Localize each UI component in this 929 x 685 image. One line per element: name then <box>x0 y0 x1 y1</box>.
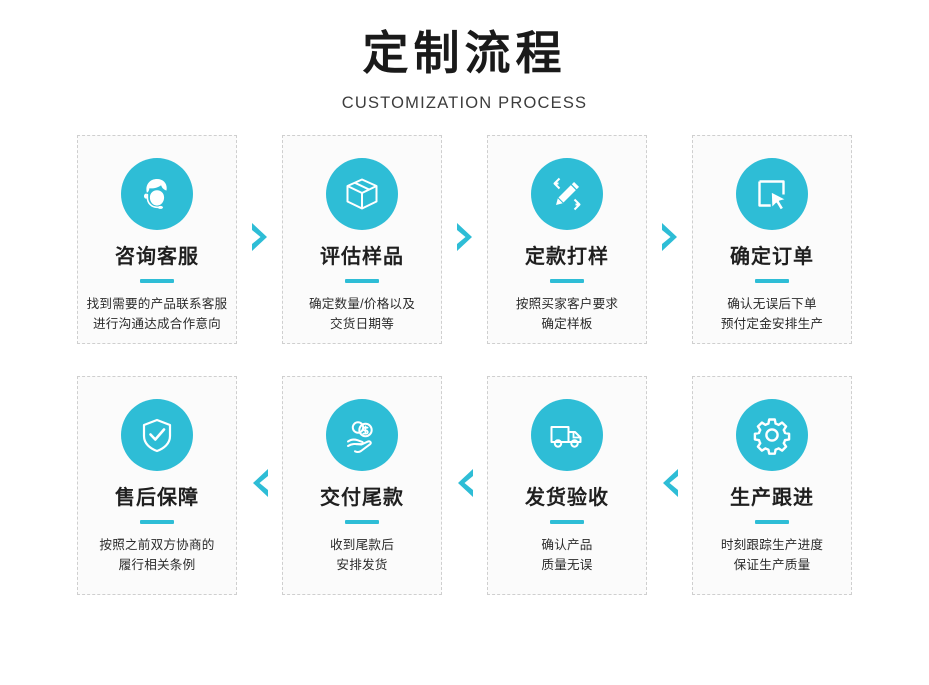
hand-coins-icon <box>341 414 383 456</box>
step-description-line-1: 按照之前双方协商的 <box>99 537 215 552</box>
step-title: 售后保障 <box>115 486 199 509</box>
icon-circle <box>121 157 193 230</box>
step-title: 评估样品 <box>320 245 404 268</box>
step-description-line-2: 确定样板 <box>541 316 593 331</box>
step-title: 交付尾款 <box>320 486 404 509</box>
step-arrow-3 <box>647 135 692 344</box>
step-description-line-1: 收到尾款后 <box>330 537 394 552</box>
step-description-line-2: 质量无误 <box>541 557 593 572</box>
step-description-line-2: 预付定金安排生产 <box>720 316 824 331</box>
title-divider <box>140 519 174 524</box>
gear-icon <box>751 414 793 456</box>
process-row-bottom: 售后保障 按照之前双方协商的 履行相关条例 <box>0 375 929 595</box>
step-card-confirm-order[interactable]: 确定订单 确认无误后下单 预付定金安排生产 <box>692 134 852 344</box>
step-arrow-6 <box>442 376 487 595</box>
step-description-line-2: 进行沟通达成合作意向 <box>93 316 221 331</box>
step-description-line-2: 履行相关条例 <box>118 557 196 572</box>
title-divider <box>755 519 789 524</box>
step-title: 生产跟进 <box>730 486 814 509</box>
page-subtitle: CUSTOMIZATION PROCESS <box>341 93 588 112</box>
icon-circle <box>531 157 603 230</box>
step-description: 按照之前双方协商的 履行相关条例 <box>99 536 214 576</box>
title-divider <box>140 278 174 283</box>
step-description: 找到需要的产品联系客服 进行沟通达成合作意向 <box>87 295 228 335</box>
step-description-line-1: 确认无误后下单 <box>727 296 817 311</box>
page-title: 定制流程 <box>362 27 567 79</box>
icon-circle <box>326 157 398 230</box>
chevron-left-icon <box>249 468 271 503</box>
step-card-shipment-acceptance[interactable]: 发货验收 确认产品 质量无误 <box>487 375 647 595</box>
pencil-design-icon <box>546 173 588 215</box>
cursor-select-icon <box>751 173 793 215</box>
step-description-line-1: 确认产品 <box>541 537 593 552</box>
icon-circle <box>326 398 398 471</box>
package-box-icon <box>341 173 383 215</box>
step-description-line-1: 时刻跟踪生产进度 <box>720 537 824 552</box>
step-description-line-2: 安排发货 <box>336 557 388 572</box>
process-row-top: 咨询客服 找到需要的产品联系客服 进行沟通达成合作意向 <box>0 134 929 344</box>
customer-service-headset-icon <box>135 172 179 216</box>
process-steps-grid: 咨询客服 找到需要的产品联系客服 进行沟通达成合作意向 <box>0 134 929 595</box>
step-card-final-payment[interactable]: 交付尾款 收到尾款后 安排发货 <box>282 375 442 595</box>
step-arrow-7 <box>237 376 282 595</box>
step-description-line-1: 确定数量/价格以及 <box>308 296 416 311</box>
step-description: 收到尾款后 安排发货 <box>330 536 394 576</box>
chevron-right-icon <box>659 222 681 257</box>
title-divider <box>755 278 789 283</box>
step-description: 确定数量/价格以及 交货日期等 <box>309 295 415 335</box>
icon-circle <box>121 398 193 471</box>
step-card-after-sales[interactable]: 售后保障 按照之前双方协商的 履行相关条例 <box>77 375 237 595</box>
step-description-line-1: 找到需要的产品联系客服 <box>86 296 228 311</box>
step-description-line-2: 交货日期等 <box>330 316 394 331</box>
step-description: 确认产品 质量无误 <box>541 536 592 576</box>
chevron-right-icon <box>249 222 271 257</box>
chevron-left-icon <box>659 468 681 503</box>
step-title: 确定订单 <box>730 245 814 268</box>
step-title: 咨询客服 <box>115 245 199 268</box>
step-arrow-1 <box>237 135 282 344</box>
step-description-line-2: 保证生产质量 <box>733 557 811 572</box>
step-card-design-proofing[interactable]: 定款打样 按照买家客户要求 确定样板 <box>487 134 647 344</box>
title-divider <box>550 278 584 283</box>
step-title: 定款打样 <box>525 245 609 268</box>
icon-circle <box>736 398 808 471</box>
title-divider <box>345 278 379 283</box>
step-description: 确认无误后下单 预付定金安排生产 <box>721 295 823 335</box>
step-card-evaluate-sample[interactable]: 评估样品 确定数量/价格以及 交货日期等 <box>282 134 442 344</box>
step-description: 按照买家客户要求 确定样板 <box>516 295 618 335</box>
step-card-consult-service[interactable]: 咨询客服 找到需要的产品联系客服 进行沟通达成合作意向 <box>77 134 237 344</box>
page-header: 定制流程 CUSTOMIZATION PROCESS <box>0 0 929 113</box>
title-divider <box>345 519 379 524</box>
step-title: 发货验收 <box>525 486 609 509</box>
icon-circle <box>736 157 808 230</box>
chevron-left-icon <box>454 468 476 503</box>
shield-check-icon <box>136 414 178 456</box>
delivery-truck-icon <box>546 414 588 456</box>
step-arrow-5 <box>647 376 692 595</box>
step-arrow-2 <box>442 135 487 344</box>
step-description: 时刻跟踪生产进度 保证生产质量 <box>721 536 823 576</box>
title-divider <box>550 519 584 524</box>
chevron-right-icon <box>454 222 476 257</box>
step-description-line-1: 按照买家客户要求 <box>515 296 619 311</box>
icon-circle <box>531 398 603 471</box>
step-card-production-followup[interactable]: 生产跟进 时刻跟踪生产进度 保证生产质量 <box>692 375 852 595</box>
